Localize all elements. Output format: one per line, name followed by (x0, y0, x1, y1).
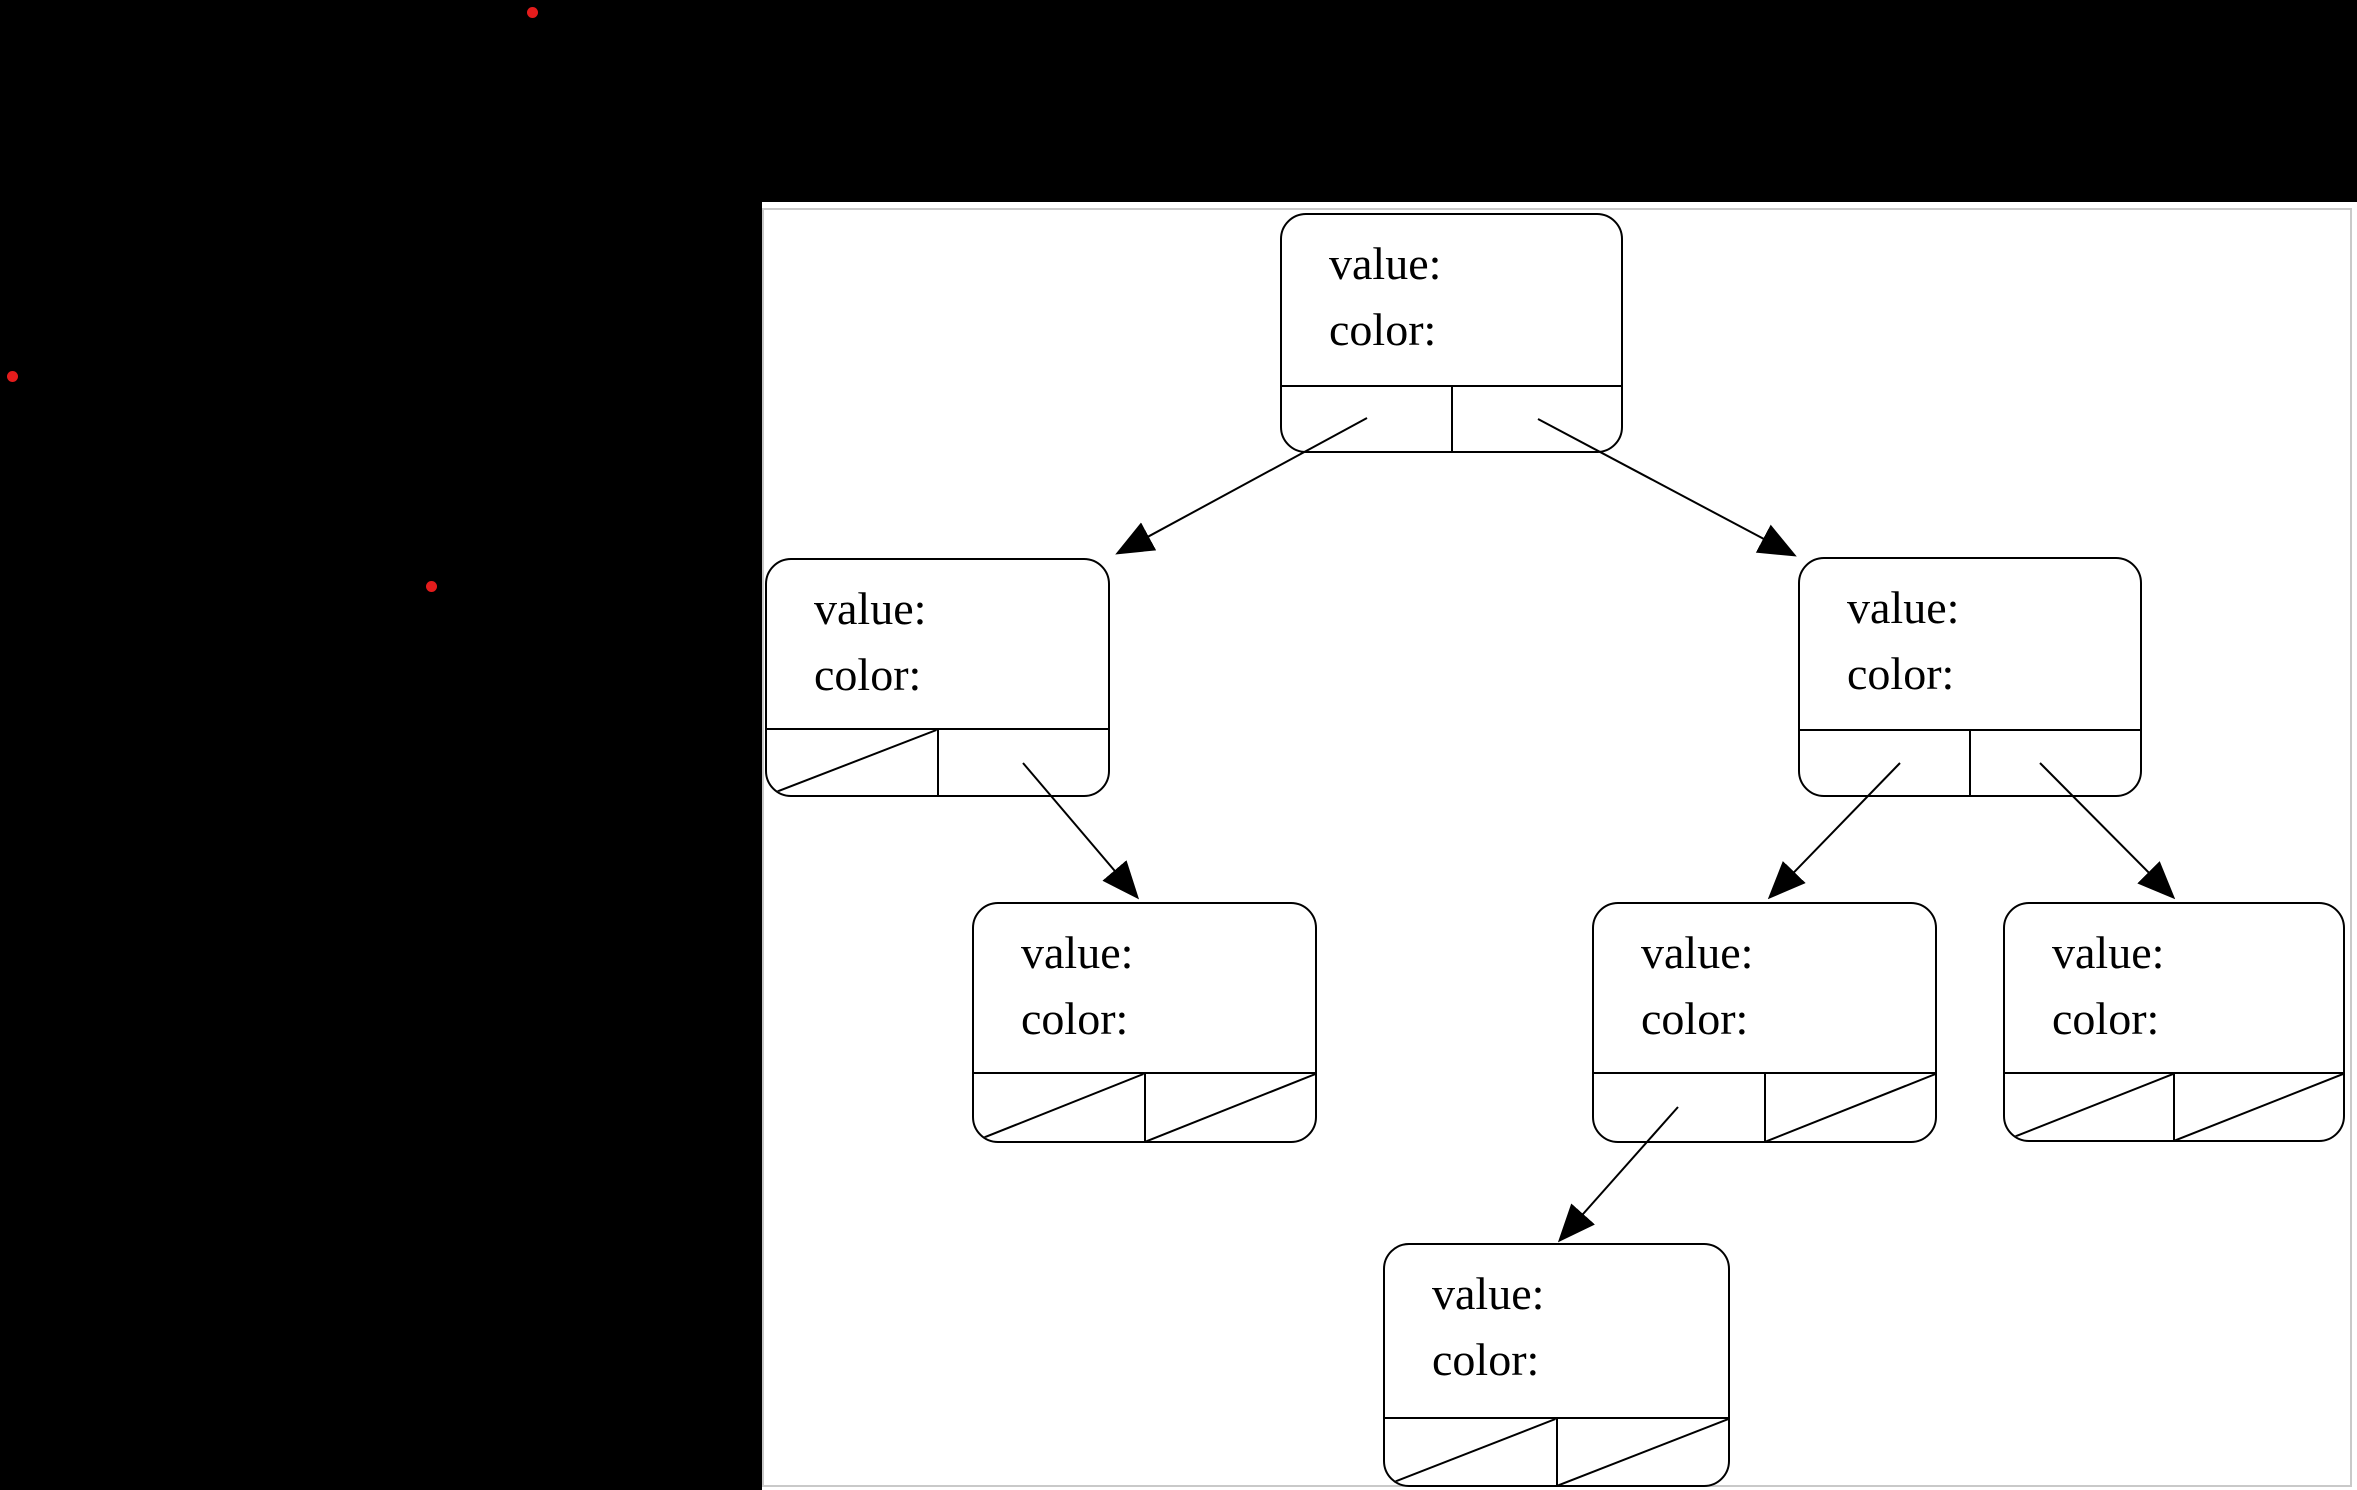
right-pointer-cell (1766, 1074, 1936, 1142)
tree-node-left-child: value: color: (765, 558, 1110, 797)
pointer-row (1594, 1071, 1936, 1142)
tree-node-right-left-grandchild: value: color: (1592, 902, 1937, 1143)
pointer-row (2005, 1071, 2343, 1141)
red-dot-2 (7, 371, 18, 382)
tree-node-left-right-grandchild: value: color: (972, 902, 1317, 1143)
node-color-label: color: (814, 649, 922, 700)
left-pointer-cell (1282, 386, 1453, 451)
red-dot-1 (527, 7, 538, 18)
tree-node-great-grandchild: value: color: (1383, 1243, 1730, 1487)
node-color-label: color: (1021, 993, 1129, 1044)
tree-node-right-right-grandchild: value: color: (2003, 902, 2345, 1142)
node-labels: value: color: (814, 576, 1100, 708)
left-pointer-cell (974, 1073, 1146, 1142)
null-pointer-diagonal-icon (974, 1074, 1144, 1142)
node-labels: value: color: (1021, 920, 1307, 1052)
null-pointer-diagonal-icon (1558, 1419, 1729, 1486)
node-labels: value: color: (1641, 920, 1927, 1052)
node-labels: value: color: (1329, 231, 1613, 363)
right-pointer-cell (1453, 387, 1622, 452)
right-pointer-cell (1971, 731, 2140, 796)
left-pointer-cell (767, 729, 939, 796)
pointer-row (767, 727, 1109, 796)
pointer-row (974, 1071, 1316, 1142)
node-value-label: value: (1641, 927, 1754, 978)
left-pointer-cell (1594, 1073, 1766, 1141)
right-pointer-cell (1146, 1074, 1316, 1142)
left-pointer-cell (2005, 1073, 2175, 1141)
null-pointer-diagonal-icon (2175, 1074, 2343, 1141)
pointer-row (1800, 728, 2140, 796)
node-labels: value: color: (1847, 575, 2132, 707)
left-pointer-cell (1800, 730, 1971, 795)
right-pointer-cell (939, 730, 1109, 796)
node-value-label: value: (2052, 927, 2165, 978)
node-labels: value: color: (1432, 1261, 1720, 1393)
node-value-label: value: (1021, 927, 1134, 978)
node-color-label: color: (1432, 1334, 1540, 1385)
node-value-label: value: (1847, 582, 1960, 633)
pointer-row (1282, 384, 1622, 452)
node-labels: value: color: (2052, 920, 2335, 1052)
right-pointer-cell (2175, 1074, 2343, 1141)
red-dot-3 (426, 581, 437, 592)
null-pointer-diagonal-icon (1385, 1419, 1556, 1486)
node-color-label: color: (1847, 648, 1955, 699)
node-color-label: color: (2052, 993, 2160, 1044)
left-pointer-cell (1385, 1418, 1558, 1486)
node-value-label: value: (1329, 238, 1442, 289)
null-pointer-diagonal-icon (767, 730, 937, 796)
right-pointer-cell (1558, 1419, 1729, 1486)
node-value-label: value: (1432, 1268, 1545, 1319)
null-pointer-diagonal-icon (1146, 1074, 1316, 1142)
node-color-label: color: (1329, 304, 1437, 355)
null-pointer-diagonal-icon (1766, 1074, 1936, 1142)
null-pointer-diagonal-icon (2005, 1074, 2173, 1141)
pointer-row (1385, 1416, 1729, 1486)
tree-node-right-child: value: color: (1798, 557, 2142, 797)
node-color-label: color: (1641, 993, 1749, 1044)
tree-node-root: value: color: (1280, 213, 1623, 453)
node-value-label: value: (814, 583, 927, 634)
